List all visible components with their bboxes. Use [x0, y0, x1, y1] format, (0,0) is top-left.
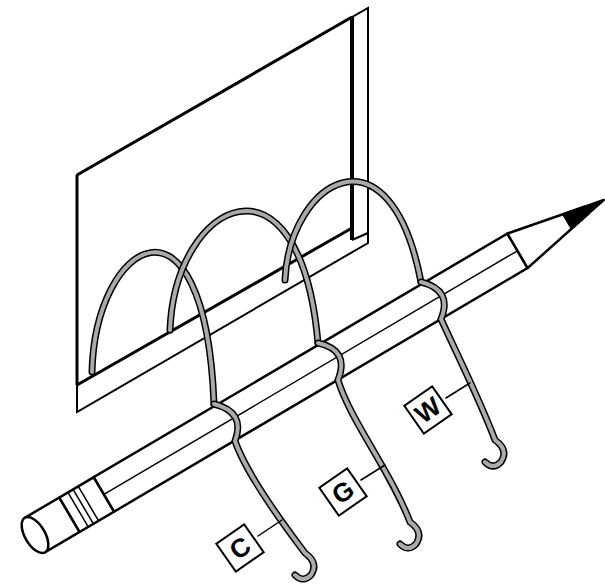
pencil	[16, 183, 605, 558]
wire-arches	[92, 182, 421, 404]
tag-label: C	[215, 523, 265, 573]
tag-label: W	[403, 385, 453, 435]
wire-fronts	[214, 282, 504, 579]
tag-letter: G	[327, 476, 358, 509]
tag-label: G	[318, 467, 368, 517]
tag-letter: W	[410, 392, 445, 427]
tag-letter: C	[225, 532, 255, 564]
